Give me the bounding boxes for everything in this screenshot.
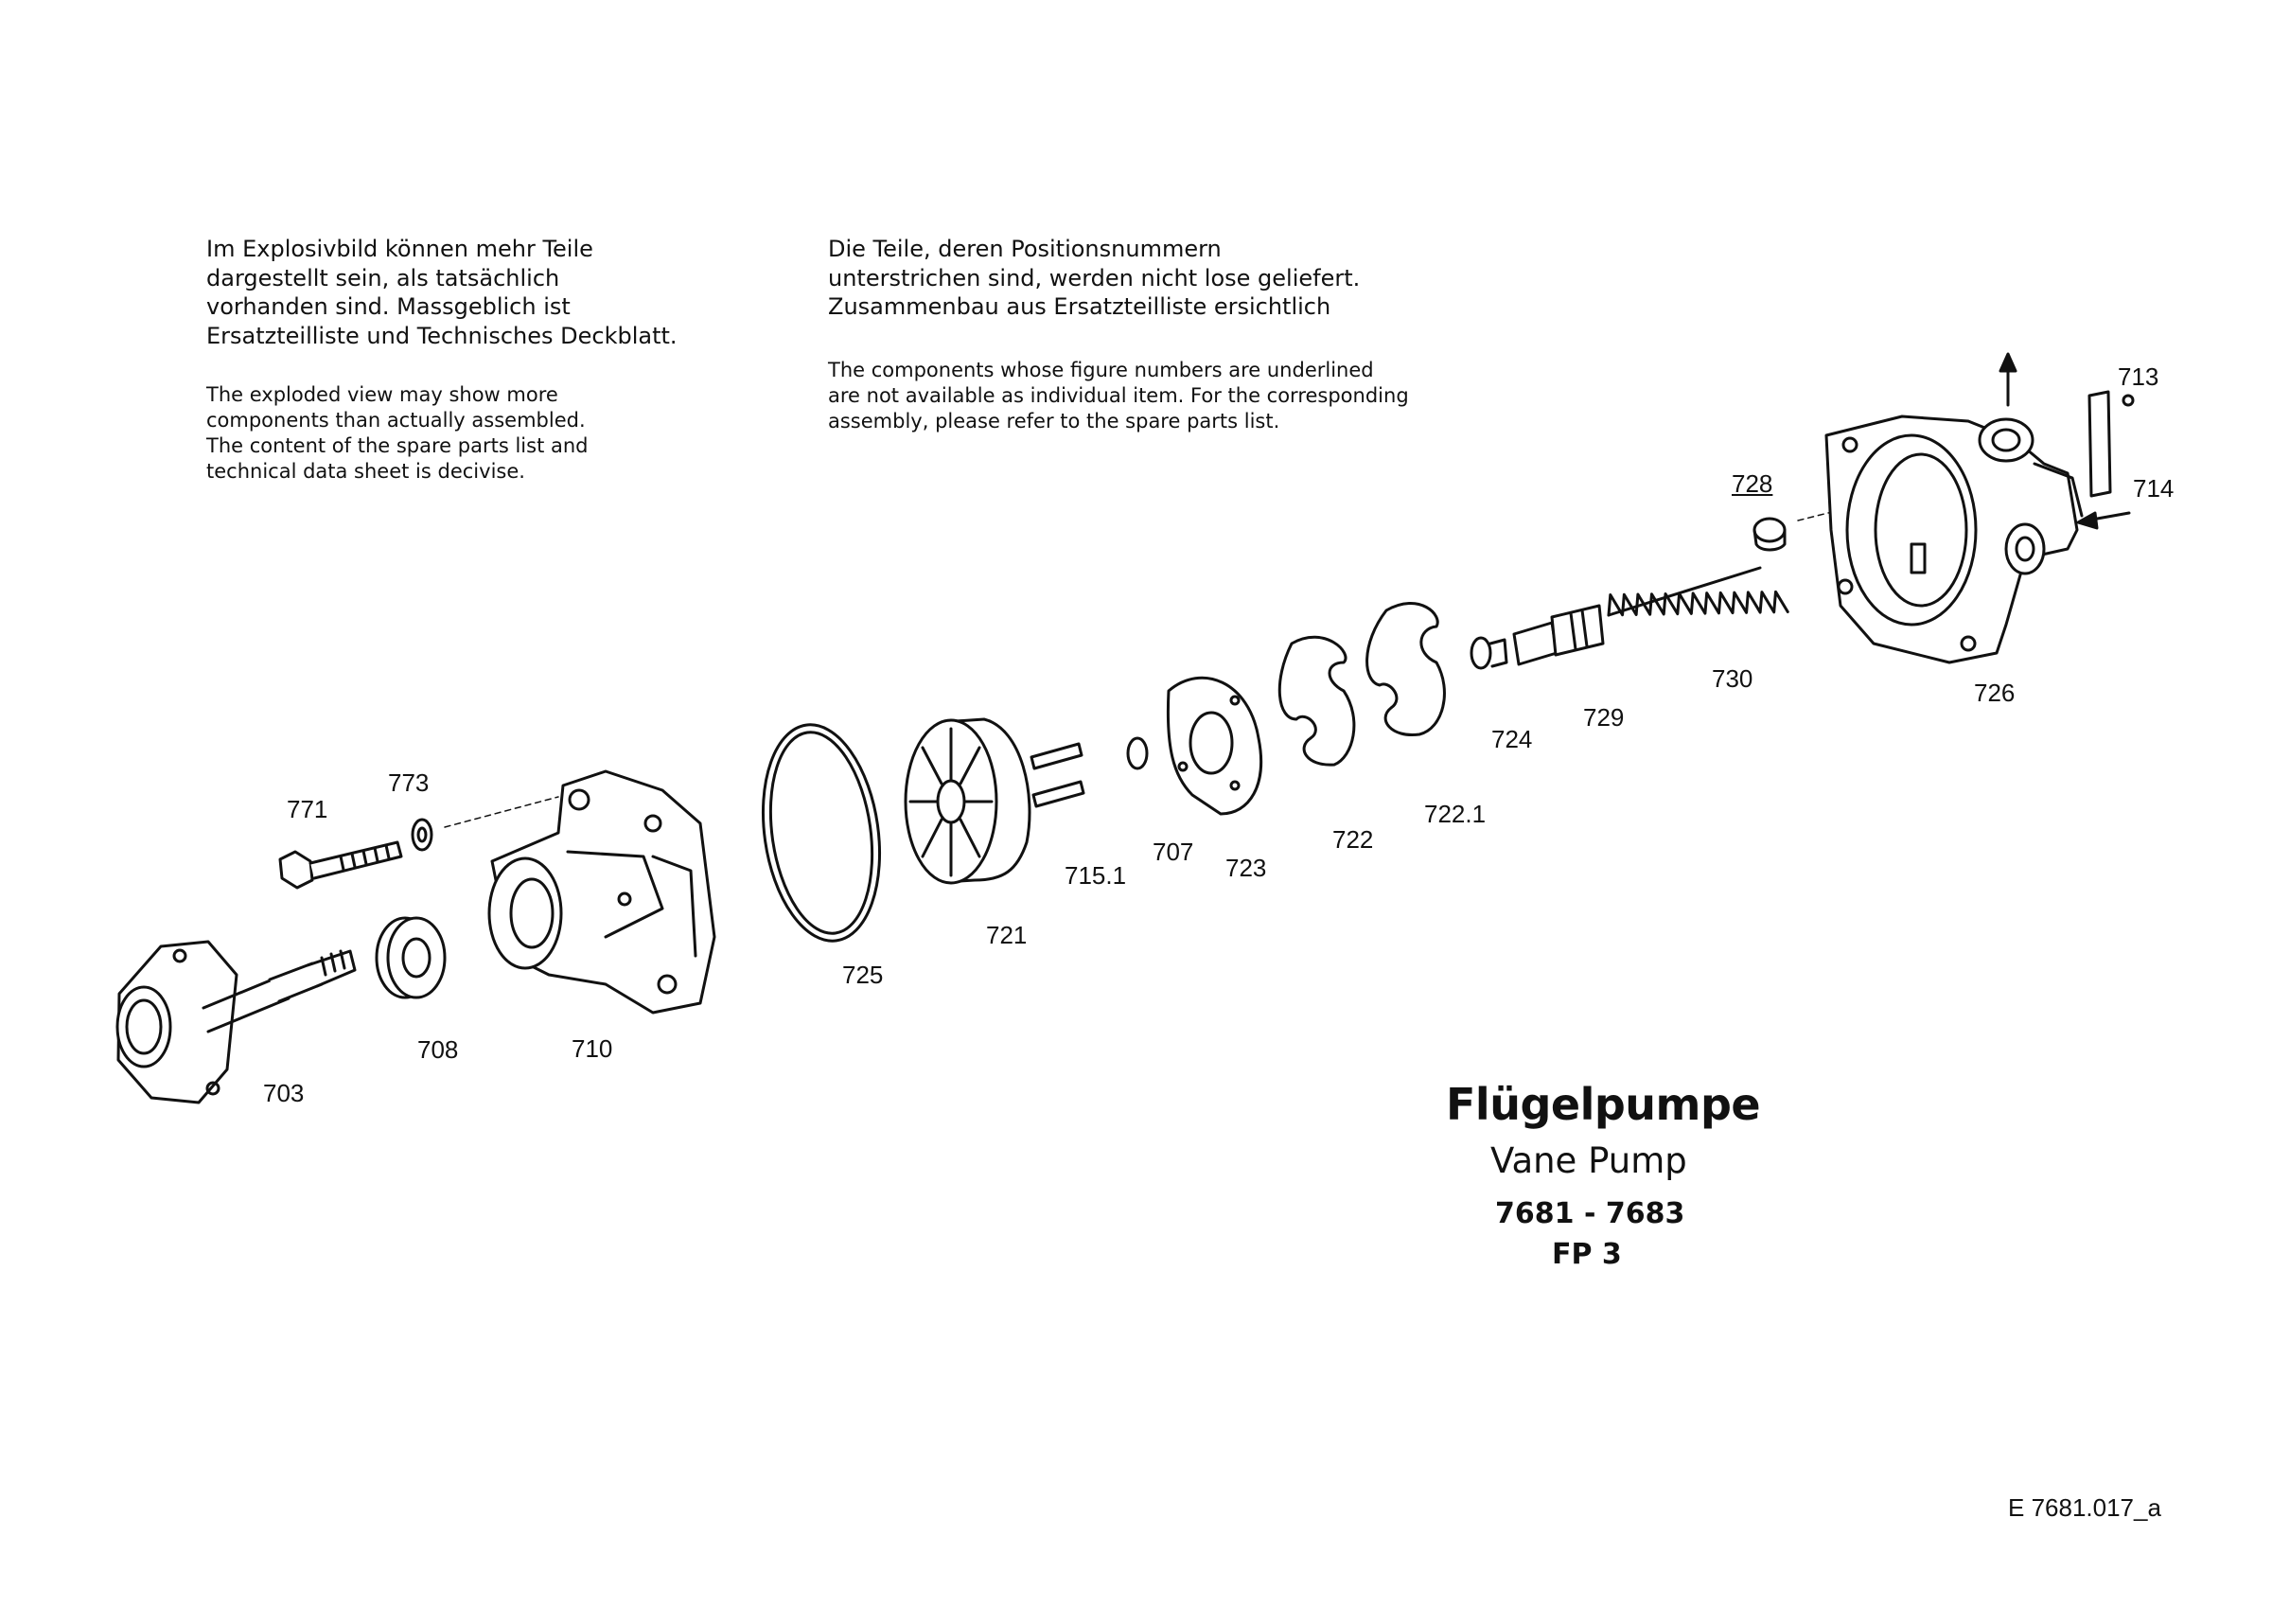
part-label-728: 728 [1732, 469, 1773, 498]
note-line: are not available as individual item. Fo… [828, 383, 1409, 407]
note-de-right: Die Teile, deren Positionsnummern unters… [828, 235, 1360, 322]
part-label-722-1: 722.1 [1424, 800, 1487, 828]
note-line: Die Teile, deren Positionsnummern [828, 236, 1222, 262]
shaft-seal-708 [375, 916, 447, 999]
note-line: The exploded view may show more [206, 383, 558, 406]
part-label-703: 703 [263, 1079, 305, 1107]
model-range: 7681 - 7683 [1495, 1197, 1685, 1230]
note-line: The components whose figure numbers are … [828, 359, 1374, 381]
note-line: Im Explosivbild können mehr Teile [206, 236, 593, 262]
note-line: The content of the spare parts list and [206, 433, 589, 457]
note-line: components than actually assembled. [206, 408, 586, 432]
part-label-771: 771 [287, 795, 328, 823]
part-label-715-1: 715.1 [1065, 861, 1127, 890]
cam-plate-723 [1166, 676, 1263, 816]
cover-plate-714 [2087, 390, 2112, 498]
part-label-729: 729 [1583, 703, 1625, 732]
part-label-714: 714 [2133, 474, 2175, 503]
note-en-right: The components whose figure numbers are … [828, 358, 1409, 434]
part-label-722: 722 [1332, 825, 1374, 854]
plate-722-1 [1365, 602, 1446, 736]
part-label-721: 721 [986, 921, 1028, 949]
plate-722 [1277, 635, 1356, 767]
title-english: Vane Pump [1490, 1140, 1687, 1181]
part-label-730: 730 [1712, 664, 1753, 693]
small-ring-707 [1126, 736, 1149, 770]
flow-arrow-left-head [2076, 511, 2099, 530]
part-label-726: 726 [1974, 679, 2016, 707]
note-en-left: The exploded view may show more componen… [206, 382, 588, 485]
note-line: assembly, please refer to the spare part… [828, 409, 1280, 432]
note-line: dargestellt sein, als tatsächlich [206, 264, 560, 291]
valve-piston-729 [1512, 604, 1605, 666]
pump-code: FP 3 [1552, 1238, 1622, 1271]
part-label-723: 723 [1225, 854, 1267, 882]
washer-773 [411, 818, 433, 852]
part-label-773: 773 [388, 768, 430, 797]
assembly-dashed-line [444, 796, 559, 828]
part-label-708: 708 [417, 1035, 459, 1064]
fitting-724 [1470, 636, 1508, 670]
note-line: technical data sheet is decivise. [206, 459, 525, 483]
pump-body-726 [1824, 415, 2084, 664]
part-label-710: 710 [572, 1034, 613, 1063]
bolt-771 [278, 840, 403, 890]
part-label-713: 713 [2118, 362, 2159, 391]
title-german: Flügelpumpe [1446, 1079, 1761, 1130]
spring-730 [1607, 566, 1789, 617]
flow-arrow-up-head [1999, 352, 2017, 373]
vanes-715-1 [1030, 742, 1085, 808]
rotor-721 [904, 717, 1031, 885]
shaft-flange-703 [115, 940, 357, 1104]
document-reference: E 7681.017_a [2008, 1493, 2161, 1522]
pump-housing-cover-710 [487, 769, 716, 1015]
o-ring-725 [761, 723, 882, 943]
note-line: unterstrichen sind, werden nicht lose ge… [828, 264, 1361, 291]
note-line: Zusammenbau aus Ersatzteilliste ersichtl… [828, 293, 1331, 321]
part-label-707: 707 [1153, 838, 1194, 866]
note-line: vorhanden sind. Massgeblich ist [206, 293, 571, 321]
note-line: Ersatzteilliste und Technisches Deckblat… [206, 323, 678, 350]
part-label-724: 724 [1491, 725, 1533, 753]
part-label-725: 725 [842, 961, 884, 989]
note-de-left: Im Explosivbild können mehr Teile darges… [206, 235, 678, 351]
small-ring-713 [2122, 394, 2135, 407]
plug-728 [1752, 517, 1787, 552]
